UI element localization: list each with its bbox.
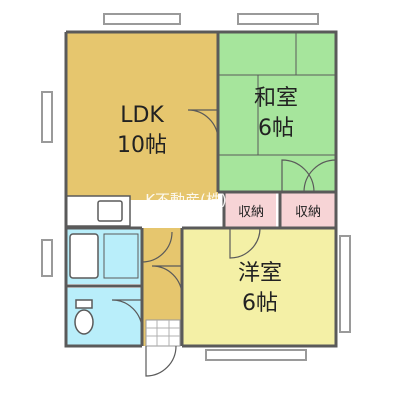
storage-right-label: 収納: [295, 205, 321, 220]
washitsu-room-name: 和室: [254, 86, 298, 111]
tatami-lines: [218, 32, 336, 156]
genkan: [145, 319, 181, 347]
door-swings: [111, 109, 337, 377]
washbasin-area: [103, 233, 139, 279]
storage-right-area: [280, 192, 336, 228]
windows: [41, 13, 351, 361]
storage-left-label: 収納: [238, 205, 264, 220]
youshitsu-room-name: 洋室: [238, 261, 282, 286]
toilet-tank: [75, 299, 93, 309]
washitsu-room: [218, 32, 336, 192]
watermark: K不動産(株): [145, 191, 227, 209]
ldk-room-name: LDK: [120, 103, 164, 128]
genkan-grid: [146, 320, 180, 346]
ldk-room: [66, 32, 218, 200]
youshitsu-room-size: 6帖: [242, 291, 278, 316]
toilet-bowl: [74, 309, 94, 335]
washitsu-room-size: 6帖: [258, 116, 294, 141]
youshitsu-room: [182, 228, 336, 346]
storage-left-area: [224, 192, 276, 228]
kitchen-sink: [97, 200, 123, 222]
bathtub: [69, 233, 99, 279]
ldk-room-size: 10帖: [117, 133, 167, 158]
